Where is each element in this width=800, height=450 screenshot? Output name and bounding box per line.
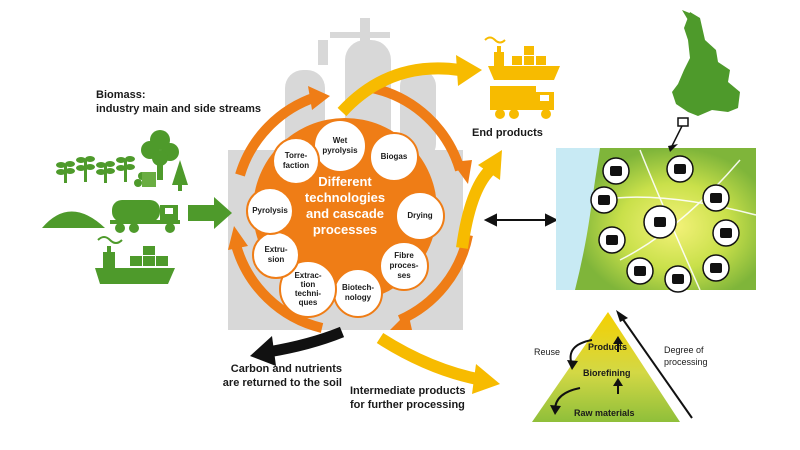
biomass-title: Biomass: xyxy=(96,89,146,101)
process-circle xyxy=(279,260,337,318)
cargo-ship-icon xyxy=(95,236,175,284)
map-node-symbol xyxy=(720,228,732,238)
process-circle xyxy=(246,187,294,235)
map-node-symbol xyxy=(710,193,722,203)
biomass-subtitle: industry main and side streams xyxy=(96,103,262,115)
process-circles xyxy=(246,119,445,318)
intermediate-line-1: Intermediate products xyxy=(350,385,466,397)
map-link-arrow xyxy=(483,213,559,227)
pyramid-raw-materials: Raw materials xyxy=(574,408,635,418)
map-node-symbol xyxy=(634,266,646,276)
carbon-label: Carbon and nutrients are returned to the… xyxy=(172,362,342,390)
biomass-input-arrow xyxy=(188,197,232,229)
degree-arrow xyxy=(616,310,693,419)
center-line-1: Different xyxy=(318,174,372,189)
yellow-arrows xyxy=(337,62,495,386)
process-label: Torre-faction xyxy=(282,151,310,170)
end-products-label: End products xyxy=(472,127,543,139)
tanker-truck-icon xyxy=(110,200,180,233)
chips-pile-icon xyxy=(42,211,105,228)
plants-icon xyxy=(56,156,135,183)
map-node-symbol xyxy=(654,217,666,227)
center-label: Different technologies and cascade proce… xyxy=(290,174,400,238)
center-line-2: technologies xyxy=(304,190,386,205)
map-node-symbol xyxy=(710,263,722,273)
yellow-arrowheads xyxy=(456,55,502,394)
carbon-line-2: are returned to the soil xyxy=(222,377,342,389)
process-label: Extru-sion xyxy=(264,245,288,264)
reuse-arrowheads xyxy=(550,360,578,415)
map-node-symbol xyxy=(598,195,610,205)
reuse-label: Reuse xyxy=(534,347,561,357)
pyramid-biorefining: Biorefining xyxy=(583,368,631,378)
map-icons xyxy=(590,155,740,293)
degree-line-1: Degree of xyxy=(664,345,704,355)
biomass-label: Biomass: industry main and side streams xyxy=(96,88,266,116)
process-circle xyxy=(272,137,320,185)
process-circle xyxy=(379,241,429,291)
map-node-symbol xyxy=(672,274,684,284)
intermediate-label: Intermediate products for further proces… xyxy=(350,384,520,412)
process-label: Pyrolysis xyxy=(252,206,288,215)
carbon-line-1: Carbon and nutrients xyxy=(230,363,342,375)
center-line-4: processes xyxy=(312,222,378,237)
carbon-return-arrow xyxy=(250,326,345,366)
center-line-3: and cascade xyxy=(305,206,385,221)
map-node-symbol xyxy=(606,235,618,245)
process-label: Drying xyxy=(407,211,433,220)
tree-icon xyxy=(141,130,179,180)
pyramid-products: Products xyxy=(588,342,628,352)
process-circle xyxy=(395,191,445,241)
finland-map-icon xyxy=(668,10,740,152)
end-product-ship-icon xyxy=(484,36,560,80)
map-node-symbol xyxy=(610,166,622,176)
processing-pyramid xyxy=(532,312,680,422)
end-product-truck-icon xyxy=(490,86,554,119)
process-circle xyxy=(369,132,419,182)
process-label: Biogas xyxy=(380,152,408,161)
intermediate-line-2: for further processing xyxy=(350,399,465,411)
logs-icon xyxy=(134,172,156,187)
degree-line-2: processing xyxy=(664,357,708,367)
process-label: Biotech-nology xyxy=(342,283,374,302)
ring-arrowheads xyxy=(228,86,472,330)
map-node-symbol xyxy=(674,164,686,174)
degree-label: Degree of processing xyxy=(664,344,708,368)
spruce-icon xyxy=(172,160,188,191)
